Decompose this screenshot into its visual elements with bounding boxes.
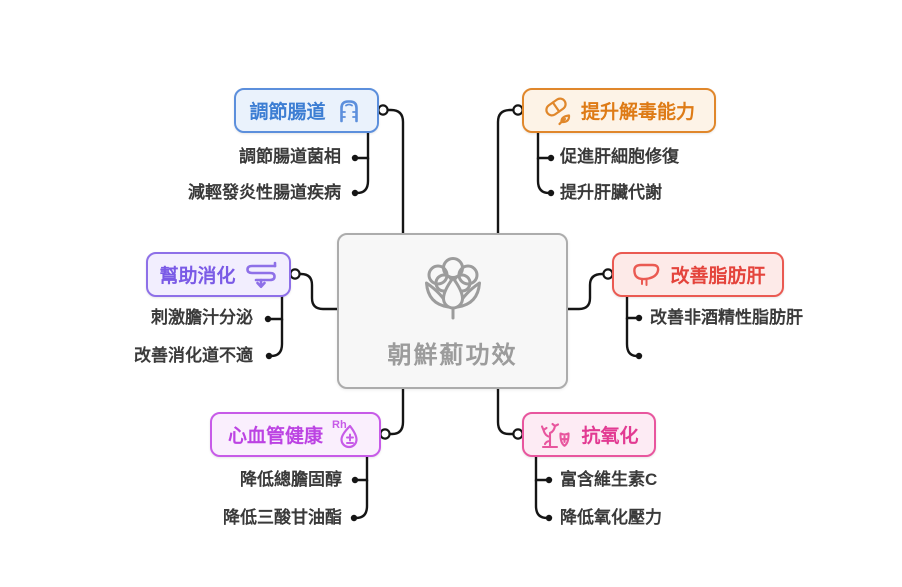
- blood-type-icon: Rh: [331, 417, 363, 453]
- branch-node-cardio[interactable]: 心血管健康 Rh: [210, 412, 381, 457]
- branch-label-gut: 調節腸道: [249, 102, 326, 123]
- center-node-label: 朝鮮薊功效: [387, 342, 518, 369]
- branch-node-digestion[interactable]: 幫助消化: [146, 252, 291, 297]
- connector-cardio-child-2: [354, 478, 369, 520]
- child-item-digestion-1[interactable]: 刺激膽汁分泌: [151, 308, 253, 327]
- branch-node-antioxidant[interactable]: 抗氧化: [522, 412, 656, 457]
- intestine-icon: [334, 97, 364, 125]
- connector-gut-child-1: [355, 131, 370, 160]
- connector-digestion-child-1: [268, 295, 284, 321]
- branch-label-digestion: 幫助消化: [159, 266, 236, 287]
- connector-fatty-center: [566, 272, 610, 311]
- branch-label-detox: 提升解毒能力: [580, 102, 695, 123]
- branch-label-cardio: 心血管健康: [227, 426, 323, 447]
- connector-antiox-child-2: [534, 478, 549, 520]
- connector-cardio-center: [383, 387, 405, 436]
- flow-arrows-icon: [244, 260, 278, 290]
- child-end-dots: [264, 154, 643, 522]
- center-node[interactable]: 朝鮮薊功效: [337, 233, 568, 389]
- child-item-detox-1[interactable]: 促進肝細胞修復: [560, 147, 679, 166]
- branch-label-fatty-liver: 改善脂肪肝: [670, 266, 766, 287]
- child-item-antioxidant-1[interactable]: 富含維生素C: [560, 470, 658, 489]
- branch-node-gut[interactable]: 調節腸道: [234, 88, 379, 133]
- child-item-gut-1[interactable]: 調節腸道菌相: [239, 147, 341, 166]
- connector-detox-child-1: [536, 131, 551, 160]
- child-item-digestion-2[interactable]: 改善消化道不適: [134, 346, 253, 365]
- connector-fatty-child-1: [625, 295, 639, 320]
- antioxidant-shield-icon: [539, 420, 573, 450]
- child-item-gut-2[interactable]: 減輕發炎性腸道疾病: [188, 183, 341, 202]
- connector-detox-child-2: [536, 156, 551, 195]
- branch-label-antioxidant: 抗氧化: [581, 426, 639, 447]
- branch-node-fatty-liver[interactable]: 改善脂肪肝: [612, 252, 784, 297]
- child-item-detox-2[interactable]: 提升肝臟代謝: [560, 183, 662, 202]
- connector-antiox-child-1: [534, 455, 549, 482]
- connector-gut-child-2: [355, 156, 370, 195]
- capsule-leaf-icon: [543, 96, 573, 126]
- connector-gut-center: [381, 108, 405, 235]
- branch-node-detox[interactable]: 提升解毒能力: [522, 88, 716, 133]
- connector-fatty-child-2: [625, 316, 639, 358]
- connector-cardio-child-1: [355, 455, 369, 482]
- child-item-cardio-2[interactable]: 降低三酸甘油酯: [223, 508, 342, 527]
- artichoke-icon: [412, 252, 494, 331]
- child-item-antioxidant-2[interactable]: 降低氧化壓力: [560, 508, 662, 527]
- connector-digestion-child-2: [269, 317, 284, 358]
- child-item-cardio-1[interactable]: 降低總膽固醇: [240, 470, 342, 489]
- connector-digestion-center: [293, 272, 339, 311]
- connector-antiox-center: [496, 387, 520, 436]
- connector-detox-center: [496, 108, 520, 235]
- liver-icon: [630, 261, 662, 288]
- child-item-fatty-liver-1[interactable]: 改善非酒精性脂肪肝: [650, 308, 803, 327]
- svg-text:Rh: Rh: [332, 419, 347, 431]
